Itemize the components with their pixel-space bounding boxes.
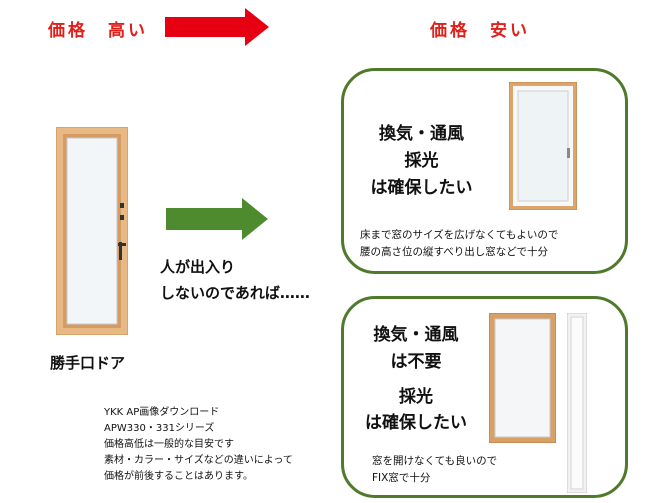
middle-text-line1: 人が出入り <box>160 258 236 276</box>
back-door-label: 勝手口ドア <box>50 354 126 372</box>
middle-text-line2: しないのであれば…… <box>160 284 310 302</box>
note-line: 価格高低は一般的な目安です <box>104 439 234 450</box>
panel-bottom-line3: 採光 <box>399 387 433 407</box>
note-line: 素材・カラー・サイズなどの違いによって <box>104 455 293 466</box>
panel-bottom-line4: は確保したい <box>365 413 467 433</box>
panel-top-desc2: 腰の高さ位の縦すべり出し窓などで十分 <box>360 246 549 258</box>
fix-window-image <box>489 313 556 443</box>
panel-bottom-line1: 換気・通風 <box>373 325 459 345</box>
price-low-label: 価格 安い <box>430 21 530 41</box>
panel-bottom-line2: は不要 <box>390 352 442 372</box>
back-door-image <box>56 127 128 335</box>
panel-top-line2: 採光 <box>404 151 439 171</box>
panel-bottom-desc2: FIX窓で十分 <box>372 472 431 484</box>
notes-block: YKK AP画像ダウンロード APW330・331シリーズ 価格高低は一般的な目… <box>104 405 293 485</box>
panel-top-desc1: 床まで窓のサイズを広げなくてもよいので <box>360 229 559 241</box>
note-line: YKK AP画像ダウンロード <box>104 407 220 418</box>
note-line: APW330・331シリーズ <box>104 423 215 434</box>
green-arrow-icon <box>166 198 268 240</box>
vertical-slide-window-image <box>509 82 577 210</box>
panel-top-line1: 換気・通風 <box>379 124 464 144</box>
panel-bottom-desc1: 窓を開けなくても良いので <box>372 455 498 467</box>
option-panel-vertical-window <box>341 68 628 274</box>
panel-top-line3: は確保したい <box>370 178 473 198</box>
note-line: 価格が前後することはあります。 <box>104 471 253 482</box>
price-high-label: 価格 高い <box>48 21 148 41</box>
red-arrow-icon <box>165 8 269 46</box>
slim-fix-window-image <box>567 313 587 493</box>
